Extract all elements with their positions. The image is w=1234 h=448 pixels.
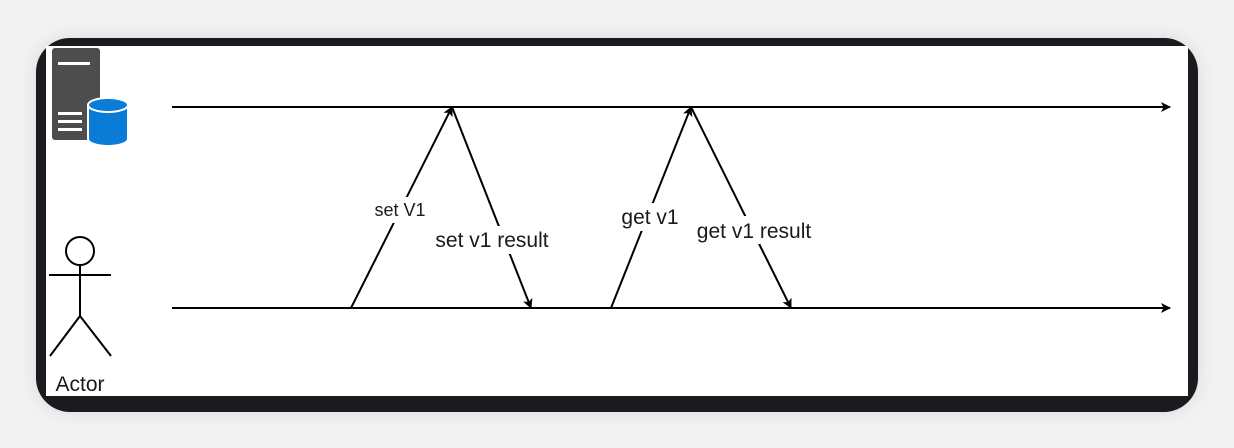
get-response-arrow — [690, 106, 792, 309]
set-response-arrow — [451, 106, 533, 309]
set-response-label: set v1 result — [435, 229, 548, 252]
server-database-icon — [52, 48, 129, 147]
set-request-label: set V1 — [374, 200, 425, 220]
database-icon — [87, 97, 129, 147]
actor-stick-figure-icon — [49, 236, 112, 357]
get-request-label: get v1 — [621, 206, 678, 229]
get-response-label: get v1 result — [697, 220, 812, 243]
actor-label: Actor — [55, 373, 104, 396]
